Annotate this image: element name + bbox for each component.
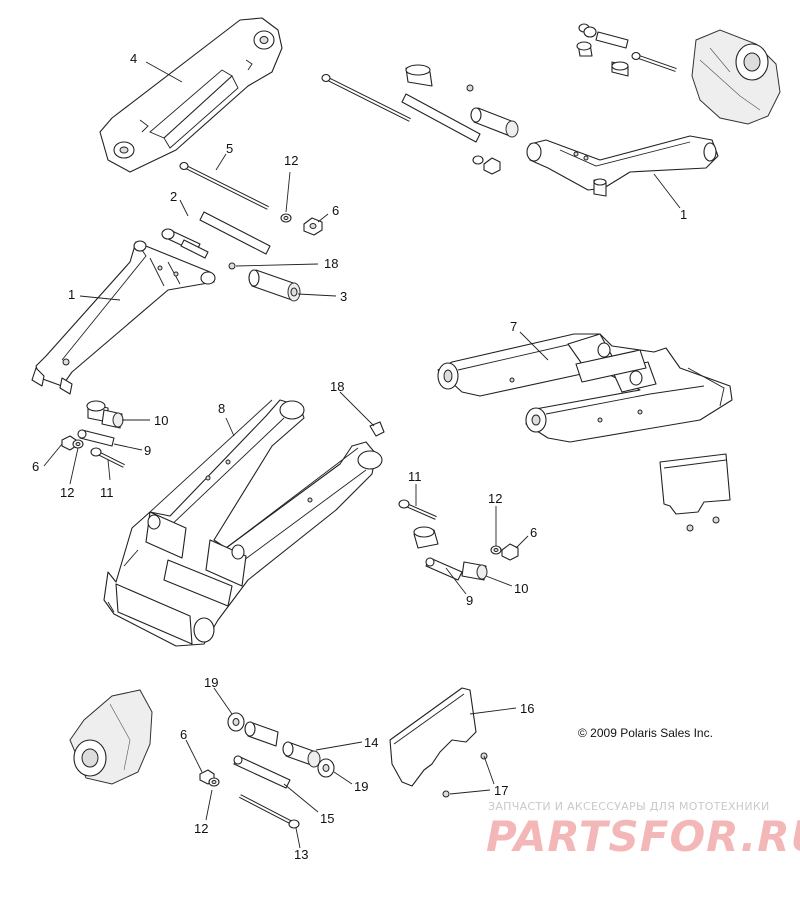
callout-3: 3 [340, 289, 348, 304]
callout-19: 19 [354, 779, 369, 794]
callout-1: 1 [68, 287, 76, 302]
callout-9: 9 [466, 593, 474, 608]
leader-lines [43, 61, 681, 849]
callout-17: 17 [494, 783, 509, 798]
part-4-bracket [99, 17, 283, 173]
part-10-bushing-center [461, 561, 488, 581]
knuckle-bottom-left [69, 689, 153, 785]
callout-15: 15 [320, 811, 335, 826]
callout-6: 6 [530, 525, 538, 540]
callout-10: 10 [514, 581, 529, 596]
part-5-bolt [179, 161, 269, 210]
part-6-12-left [61, 435, 84, 451]
part-8-swingarm [103, 399, 383, 647]
plate-right [659, 453, 731, 532]
fitting-top [466, 84, 474, 92]
callout-6: 6 [180, 727, 188, 742]
part-14-bushing [282, 741, 321, 768]
bushing-center [413, 526, 439, 549]
callout-18: 18 [324, 256, 339, 271]
hardware-top-right [576, 23, 677, 77]
part-11-bolt-left [90, 447, 125, 468]
callout-12: 12 [284, 153, 299, 168]
part-19-washer-a [227, 712, 245, 732]
part-9-sleeve-left [77, 429, 115, 447]
bushing-top-b [470, 107, 519, 138]
part-2-sleeve [199, 211, 271, 255]
part-12-washer-upper [280, 213, 292, 223]
watermark-brand: PARTSFOR.RU [486, 812, 800, 861]
part-13-bolt [239, 794, 300, 829]
part-17-screws [442, 752, 488, 798]
bushing-set-upper [161, 228, 209, 259]
part-15-sleeve [233, 755, 291, 789]
callout-16: 16 [520, 701, 535, 716]
part-12-washer-center [490, 545, 502, 555]
part-9-sleeve-center [425, 557, 463, 581]
part-6-12-bottom [199, 769, 220, 787]
part-19-washer-b [317, 758, 335, 778]
part-6-nut-center [501, 543, 519, 561]
callout-5: 5 [226, 141, 234, 156]
callout-1: 1 [680, 207, 688, 222]
callout-2: 2 [170, 189, 178, 204]
callout-14: 14 [364, 735, 379, 750]
bushing-bottom [244, 721, 279, 747]
part-1-arm-right [526, 135, 719, 197]
callout-4: 4 [130, 51, 138, 66]
part-1-arm-left [31, 240, 216, 395]
part-11-bolt-center [398, 499, 437, 520]
callout-11: 11 [408, 469, 422, 484]
part-18-fitting-upper [228, 262, 236, 270]
part-10-bushing-left [86, 400, 124, 429]
callout-7: 7 [510, 319, 518, 334]
callout-6: 6 [332, 203, 340, 218]
callout-10: 10 [154, 413, 169, 428]
watermark-tagline: ЗАПЧАСТИ И АКСЕССУАРЫ ДЛЯ МОТОТЕХНИКИ [488, 800, 770, 813]
part-6-nut-upper [303, 217, 323, 236]
knuckle-top-right [691, 29, 781, 125]
callout-8: 8 [218, 401, 226, 416]
long-pin-top [321, 73, 411, 122]
part-7-frame [437, 333, 733, 443]
callout-9: 9 [144, 443, 152, 458]
part-16-guard [389, 687, 477, 787]
copyright-notice: © 2009 Polaris Sales Inc. [578, 726, 713, 740]
callout-11: 11 [100, 485, 114, 500]
callout-12: 12 [488, 491, 503, 506]
callout-12: 12 [194, 821, 209, 836]
sleeve-top [401, 93, 481, 143]
callout-12: 12 [60, 485, 75, 500]
part-3-bushing [248, 269, 301, 302]
washer-nut-top [472, 155, 501, 175]
callout-6: 6 [32, 459, 40, 474]
callout-19: 19 [204, 675, 219, 690]
callout-18: 18 [330, 379, 345, 394]
bushing-top-a [405, 64, 433, 87]
callout-13: 13 [294, 847, 309, 862]
